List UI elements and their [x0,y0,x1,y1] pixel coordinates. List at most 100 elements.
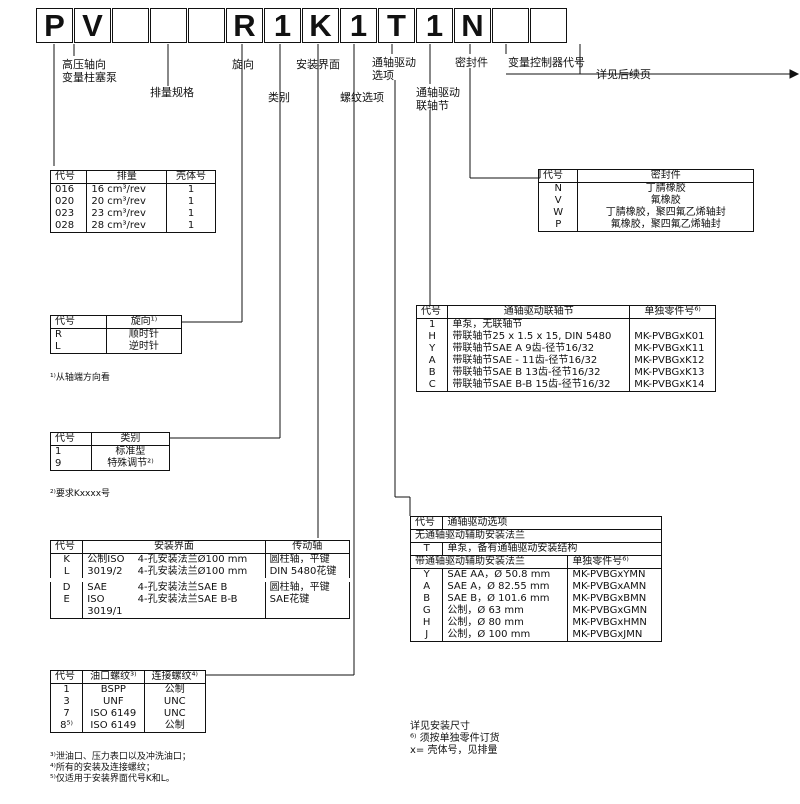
table-cell: T [410,542,443,556]
table-cell: H [422,617,431,628]
table-cell: 圆柱轴，平键 [264,580,350,594]
table-row: W 丁腈橡胶，聚四氟乙烯轴封 [539,207,754,219]
table-cell: 23 cm³/rev [86,208,167,220]
code-box [530,8,567,43]
table-row: 3019/1 [51,606,350,619]
table-cell: V [554,195,562,206]
table-cell: C [428,379,436,390]
table-cell: G [422,605,431,616]
table-cell: SAE B，Ø 101.6 mm [442,593,568,605]
table-cell: 16 cm³/rev [86,183,167,196]
table-cell: MK-PVBGxK12 [629,355,716,367]
table-cell: 特殊调节²⁾ [90,458,170,471]
table-cell: 丁腈橡胶，聚四氟乙烯轴封 [577,207,754,219]
table-cell: ISO 6149 [82,720,145,733]
table-cell: 连接螺纹⁴⁾ [143,670,206,684]
table-cell: 代号 [50,315,107,329]
table-cell: SAE A，Ø 82.55 mm [442,581,568,593]
table-cell: 带通轴驱动辅助安装法兰 [410,555,568,569]
table-cell: 代号 [50,170,87,184]
table-cell: SAE [82,580,134,594]
category-note: ²⁾要求Kxxxx号 [50,489,111,499]
code-box: 1 [340,8,377,43]
table-cell: K [63,554,70,565]
table-cell: 代号 [416,305,448,319]
table-header: 代号通轴驱动联轴节单独零件号⁶⁾ [416,305,716,319]
table-cell: 公制，Ø 63 mm [442,605,568,617]
table-subheader: 带通轴驱动辅助安装法兰单独零件号⁶⁾ [410,555,662,569]
code-box: 1 [416,8,453,43]
table-cell: W [553,207,564,218]
code-box [188,8,225,43]
code-box: K [302,8,339,43]
table-cell: 1 [166,220,216,233]
table-cell: 带联轴节SAE B-B 15齿-径节16/32 [447,379,630,392]
table-cell: 单泵，无联轴节 [447,318,630,331]
table-cell: A [423,581,431,592]
label-next: 详见后续页 [596,68,651,81]
table-cell: Y [429,343,436,354]
table-cell: BSPP [82,683,145,696]
table-cell: 3019/2 [82,566,134,580]
table-cell: 通轴驱动选项 [442,516,662,530]
table-cell: 3 [63,696,70,707]
table-cell: 公制，Ø 80 mm [442,617,568,629]
table-cell: P [555,219,562,230]
table-header: 代号排量壳体号 [50,170,216,184]
label-disp: 排量规格 [150,86,194,99]
footnote: ⁶⁾ 须按单独零件订货 [410,733,500,744]
label-seal: 密封件 [455,56,488,69]
table-cell: 20 cm³/rev [86,196,167,208]
table-cell: 单泵，备有通轴驱动安装结构 [442,542,662,556]
table-cell: SAE AA，Ø 50.8 mm [442,568,568,581]
table-cell: 代号 [50,540,83,554]
table-cell: 公制ISO [82,553,134,566]
table-cell: B [428,367,436,378]
table-cell: 代号 [538,169,578,183]
table-cell: 安装界面 [82,540,266,554]
code-box [112,8,149,43]
label-rot: 旋向 [232,58,254,71]
table-cell: 016 [55,184,75,195]
table-cell: 020 [55,196,75,207]
table-cell [264,606,350,619]
table-cell: 单独零件号⁶⁾ [567,555,662,569]
table-cell: ISO [82,594,134,606]
table-cell: 排量 [86,170,167,184]
table-cell: 壳体号 [166,170,216,184]
footnote: ³⁾泄油口、压力表口以及冲洗油口； [50,752,191,762]
table-cell: 28 cm³/rev [86,220,167,233]
table-cell: 4-孔安装法兰SAE B [137,582,228,593]
table-cell: Y [423,569,430,580]
table-cell: ISO 6149 [82,708,145,720]
table-cell: 8⁵⁾ [60,720,73,731]
label-thru: 通轴驱动选项 [372,56,416,82]
table-cell: R [55,329,62,340]
table-cell: 传动轴 [264,540,350,554]
footnote: 详见安装尺寸 [410,721,470,732]
table-cell: D [62,582,71,593]
table-cell: 023 [55,208,75,219]
table-cell: 带联轴节SAE B 13齿-径节16/32 [447,367,630,379]
table-cell: 1 [63,684,70,695]
label-thread: 螺纹选项 [340,91,384,104]
footnote: ⁴⁾所有的安装及连接螺纹； [50,763,155,773]
rotation-note: ¹⁾从轴端方向看 [50,373,110,383]
table-cell: 公制，Ø 100 mm [442,629,568,642]
